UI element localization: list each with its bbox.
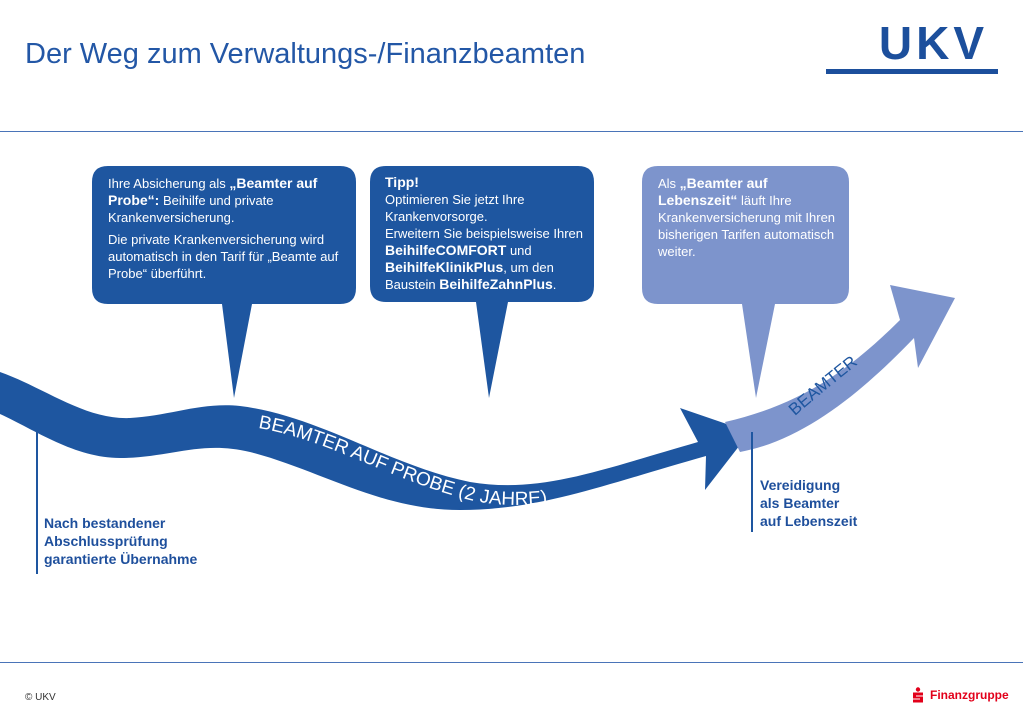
main-arrow-probation	[0, 372, 750, 510]
bubble-tip-title: Tipp!	[385, 174, 419, 190]
bubble-probe-text: Ihre Absicherung als „Beamter auf Probe“…	[108, 175, 344, 287]
milestone-start-line-2: Abschlussprüfung	[44, 533, 168, 549]
bubble-probe-paragraph-2: Die private Krankenversicherung wird aut…	[108, 232, 339, 281]
milestone-start-line-1: Nach bestandener	[44, 515, 166, 531]
milestone-start-label: Nach bestandener Abschlussprüfung garant…	[44, 514, 244, 568]
footer-divider	[0, 662, 1023, 663]
logo-text: UKV	[878, 17, 988, 69]
bubble-probe-paragraph-1: Ihre Absicherung als „Beamter auf Probe“…	[108, 175, 318, 225]
finanzgruppe-brand: Finanzgruppe	[912, 686, 1012, 704]
milestone-end-line-3: auf Lebenszeit	[760, 513, 858, 529]
ukv-logo: UKV	[826, 17, 998, 74]
speech-bubble-probe	[92, 166, 356, 398]
speech-bubble-lifetime	[642, 166, 849, 398]
sparkasse-s-icon	[913, 687, 923, 703]
second-arrow-lifetime	[725, 285, 955, 452]
page-title: Der Weg zum Verwaltungs-/Finanzbeamten	[25, 38, 586, 70]
finanzgruppe-text: Finanzgruppe	[930, 688, 1009, 702]
copyright-text: © UKV	[25, 692, 56, 703]
bubble-tip-line-1: Optimieren Sie jetzt Ihre Krankenvorsorg…	[385, 192, 525, 224]
logo-underline	[826, 69, 998, 74]
header-divider	[0, 131, 1023, 132]
bubble-lifetime-text: Als „Beamter auf Lebenszeit“ läuft Ihre …	[658, 175, 836, 259]
milestone-end-line-2: als Beamter	[760, 495, 840, 511]
speech-bubble-tip	[370, 166, 594, 398]
milestone-end-line-1: Vereidigung	[760, 477, 841, 493]
bubble-tip-line-2: Erweitern Sie beispielsweise Ihren Beihi…	[385, 226, 583, 292]
milestone-start-line-3: garantierte Übernahme	[44, 551, 198, 567]
milestone-end-label: Vereidigung als Beamter auf Lebenszeit	[760, 476, 910, 530]
bubble-tip-text: Tipp! Optimieren Sie jetzt Ihre Krankenv…	[385, 174, 585, 293]
